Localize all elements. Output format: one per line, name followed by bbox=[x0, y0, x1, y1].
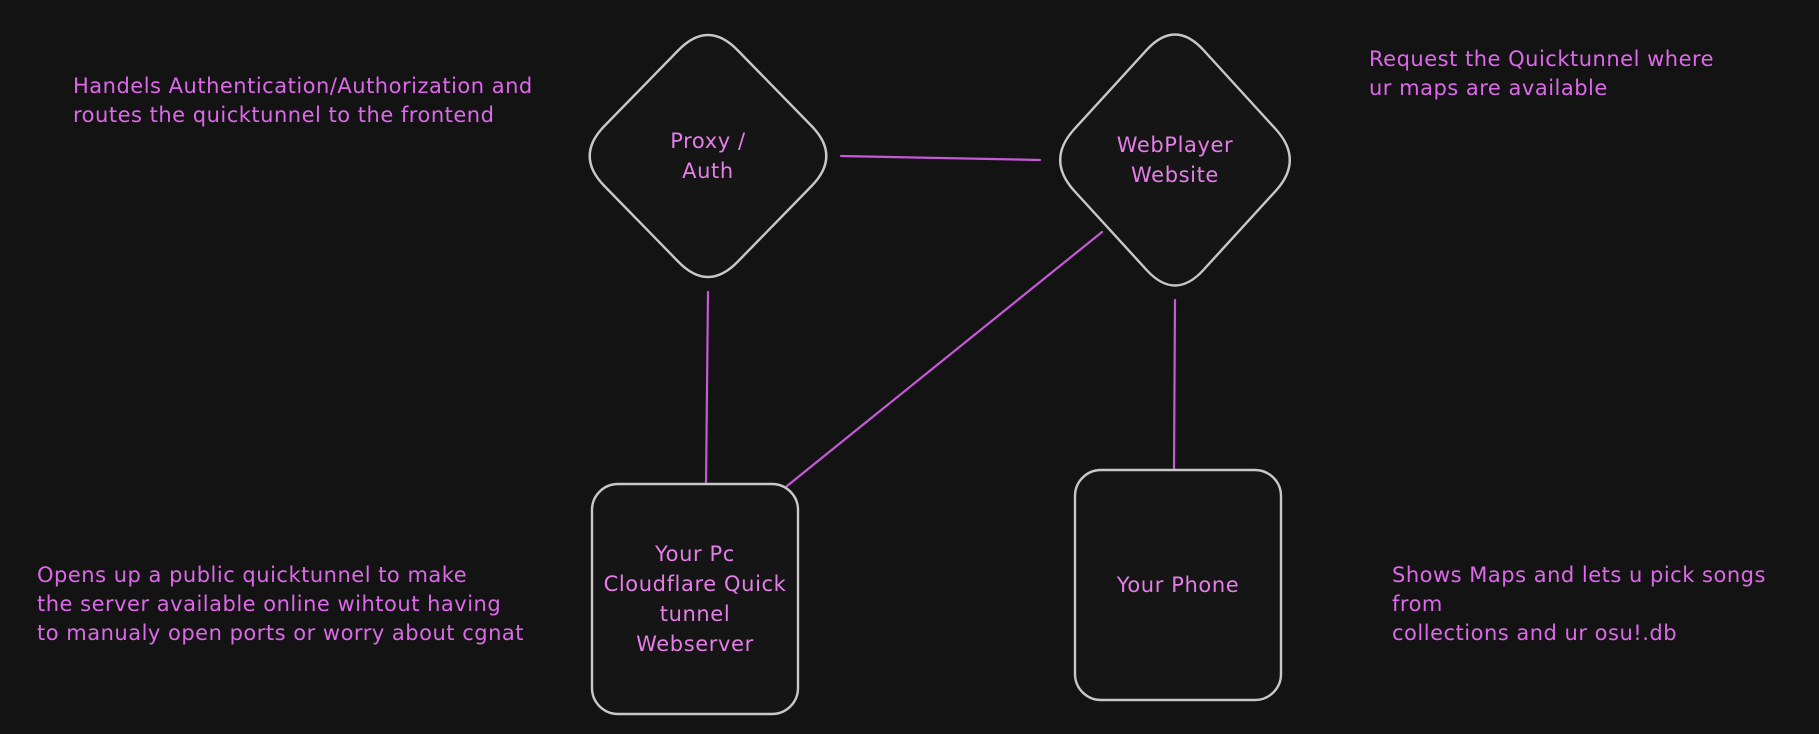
edge-proxy-to-webplayer bbox=[839, 154, 1042, 162]
node-shape-your-phone[interactable] bbox=[1073, 468, 1283, 702]
annotation-proxy-auth: Handels Authentication/Authorization and… bbox=[73, 74, 533, 127]
edge-webplayer-to-your-pc bbox=[785, 230, 1104, 488]
nodes-group bbox=[588, 33, 1291, 716]
annotation-your-phone: Shows Maps and lets u pick songs from co… bbox=[1392, 563, 1766, 645]
edge-webplayer-to-your-phone bbox=[1172, 298, 1177, 472]
node-shape-your-pc[interactable] bbox=[590, 482, 800, 716]
node-shape-proxy-auth[interactable] bbox=[588, 33, 828, 279]
annotation-your-pc: Opens up a public quicktunnel to make th… bbox=[37, 563, 524, 645]
node-shape-webplayer-website[interactable] bbox=[1059, 33, 1291, 287]
edge-proxy-to-your-pc bbox=[704, 290, 710, 486]
annotation-webplayer-website: Request the Quicktunnel where ur maps ar… bbox=[1369, 47, 1715, 100]
edges-group bbox=[704, 154, 1177, 488]
